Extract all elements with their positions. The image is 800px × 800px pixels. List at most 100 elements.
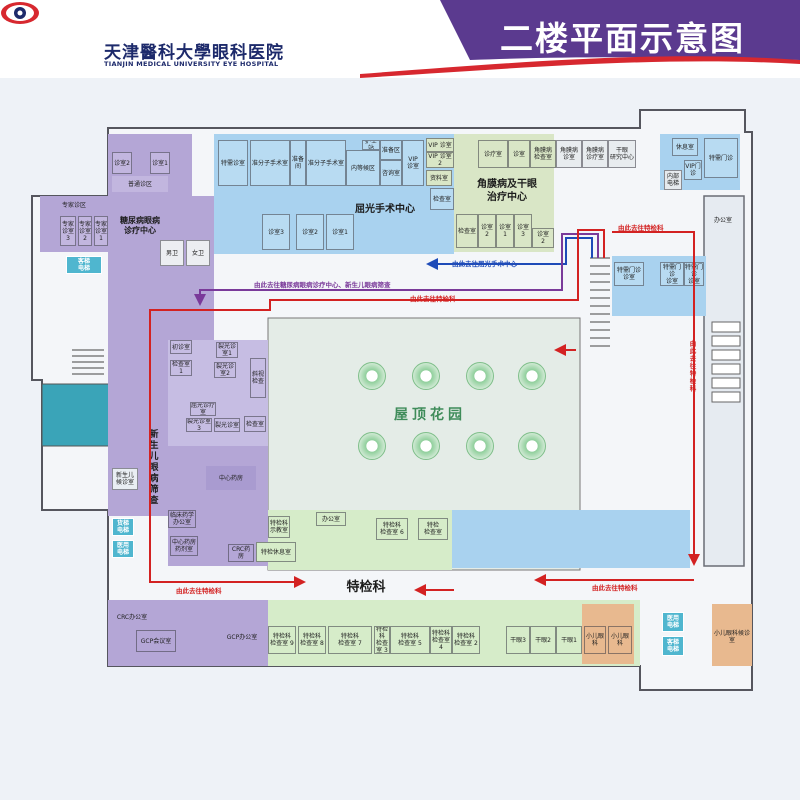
room: 诊室 1 — [496, 214, 514, 248]
tree-icon — [518, 362, 546, 390]
room: 特检科 检查室 9 — [268, 626, 296, 654]
room: CRC药房 — [228, 544, 254, 562]
room: 新生儿 候诊室 — [112, 468, 138, 490]
room: 特检科 检查室 8 — [298, 626, 326, 654]
room: 诊室1 — [326, 214, 354, 250]
route-label-special-exam-vertical: 由此去往特检科 — [688, 340, 696, 393]
room: 中心药房 — [206, 466, 256, 490]
room: 裂光诊室3 — [186, 418, 212, 432]
room: 角膜病 诊疗室 — [582, 140, 608, 168]
room: 角膜病 诊室 — [556, 140, 582, 168]
room: 特检科 检查室 4 — [430, 626, 452, 654]
page-title: 二楼平面示意图 — [500, 19, 745, 58]
room: 中心药房 药剂室 — [170, 536, 198, 556]
room: 屈光诊疗室 — [190, 402, 216, 416]
room: 特检科 检查室 2 — [452, 626, 480, 654]
room: 专家诊区 — [61, 201, 86, 209]
room: 特检休息室 — [256, 542, 296, 562]
room: VIP 诊室 — [426, 138, 454, 152]
room: 内等候区 — [346, 150, 380, 186]
room: GCP会议室 — [136, 630, 176, 652]
room: CRC办公室 — [112, 610, 152, 624]
room: 普通诊区 — [112, 176, 168, 192]
room: 准备间 — [290, 140, 306, 186]
route-label-special-exam-bottom-right: 由此去往特检科 — [592, 584, 638, 592]
room: 准分子手术室 — [250, 140, 290, 186]
room: 特检科 检查室 3 — [374, 626, 390, 654]
hospital-name-cn: 天津醫科大學眼科医院 — [104, 43, 284, 63]
route-label-special-exam: 由此去往特检科 — [410, 295, 456, 303]
room: 办公室 — [713, 216, 732, 224]
room: 小儿眼科 — [584, 626, 606, 654]
elevator: 客梯 电梯 — [662, 636, 684, 656]
elevator: 客梯 电梯 — [66, 256, 102, 274]
room: 干眼 研究中心 — [608, 140, 636, 168]
room: 检查室 — [430, 188, 454, 210]
tree-icon — [412, 432, 440, 460]
room: 检查室 — [456, 214, 478, 248]
room: 男卫 — [160, 240, 184, 266]
room: 特检科 示教室 — [268, 516, 290, 538]
room: 办公室 — [316, 512, 346, 526]
special-exam-label: 特检科 — [346, 580, 386, 595]
room: 斜视 检查 — [250, 358, 266, 398]
room: 护士站 — [362, 140, 380, 150]
room: 检查室 1 — [170, 360, 192, 376]
room: 专家 诊室 2 — [78, 216, 92, 246]
room: 诊室 2 — [532, 228, 554, 248]
route-label-refractive: 由此去往屈光手术中心 — [452, 260, 517, 268]
zone-exam-right — [452, 510, 690, 568]
room: 特需诊室 — [218, 140, 248, 186]
cornea-center-label: 角膜病及干眼 治疗中心 — [477, 179, 537, 203]
room: 专家 诊室 1 — [94, 216, 108, 246]
room: 裂光诊室2 — [214, 362, 236, 378]
room: 咨询室 — [380, 160, 402, 186]
room: 干眼1 — [556, 626, 582, 654]
room: 干眼2 — [530, 626, 556, 654]
room: 特需门诊 — [704, 138, 738, 178]
refractive-center-label: 屈光手术中心 — [355, 204, 415, 215]
room: 准备区 — [380, 140, 402, 160]
elevator: 医用 电梯 — [112, 540, 134, 558]
diabetes-center-label: 糖尿病眼病 诊疗中心 — [120, 216, 160, 235]
room: 诊室1 — [150, 152, 170, 174]
roof-garden-label: 屋顶花园 — [394, 407, 466, 423]
room: 小儿眼科候诊室 — [712, 620, 752, 654]
route-label-special-exam-right: 由此去往特检科 — [618, 224, 664, 232]
room: VIP 诊室 — [402, 140, 424, 186]
room: 特检科 检查室 6 — [376, 518, 408, 540]
room: 检查室 — [244, 416, 266, 432]
header-banner: 天津醫科大學眼科医院 TIANJIN MEDICAL UNIVERSITY EY… — [0, 0, 800, 78]
header-shape — [0, 0, 800, 78]
route-label-special-exam-bottom-left: 由此去往特检科 — [176, 587, 222, 595]
room: 初诊室 — [170, 340, 192, 354]
room: 诊室2 — [112, 152, 132, 174]
room: 诊室 2 — [478, 214, 496, 248]
room: 特检科 检查室 5 — [390, 626, 430, 654]
elevator: 医用 电梯 — [662, 612, 684, 632]
room: VIP 诊室2 — [426, 152, 454, 168]
room: 诊室 3 — [514, 214, 532, 248]
room: 资料室 — [426, 170, 452, 186]
newborn-screening-label: 新 生 儿 眼 病 筛 查 — [149, 430, 159, 506]
room: 内部 电梯 — [664, 170, 682, 190]
room: 角膜病 检查室 — [530, 140, 556, 168]
room: 诊疗室 — [478, 140, 508, 168]
room: 休息室 — [672, 138, 698, 156]
room: VIP门诊 — [684, 160, 702, 180]
eye-logo-icon — [1, 2, 39, 24]
room: 特检科 检查室 7 — [328, 626, 372, 654]
room: 诊室2 — [296, 214, 324, 250]
room: 诊室3 — [262, 214, 290, 250]
hospital-name-en: TIANJIN MEDICAL UNIVERSITY EYE HOSPITAL — [104, 60, 279, 68]
room: 女卫 — [186, 240, 210, 266]
room: 裂光诊室 — [214, 418, 240, 432]
room: 临床药学 办公室 — [168, 510, 196, 528]
room: 专家 诊室 3 — [60, 216, 76, 246]
room: 干眼3 — [506, 626, 530, 654]
route-label-diabetes-newborn: 由此去往糖尿病眼病诊疗中心、新生儿眼病筛查 — [254, 281, 391, 289]
room: 特需门诊 诊室 — [614, 262, 644, 286]
room: 小儿眼科 — [608, 626, 632, 654]
